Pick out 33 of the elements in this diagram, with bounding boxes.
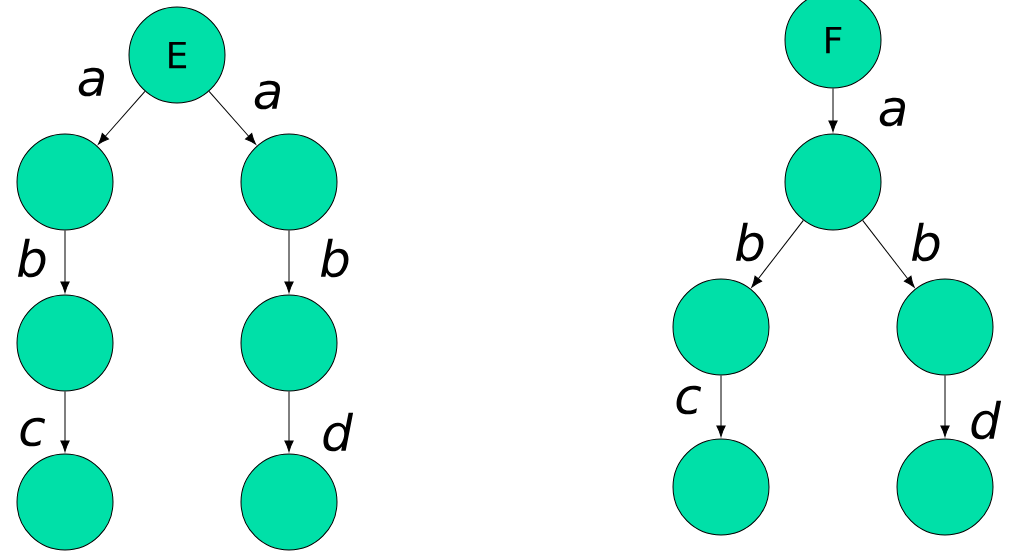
circle-node xyxy=(896,278,994,376)
arrow xyxy=(60,230,70,293)
circle-node xyxy=(896,438,994,536)
arrow xyxy=(751,219,804,288)
edge-label: a xyxy=(78,67,104,97)
arrow xyxy=(862,219,915,288)
edge-label: a xyxy=(879,97,906,127)
edge-label: b xyxy=(735,222,764,262)
circle-node xyxy=(16,294,114,392)
arrow xyxy=(60,391,70,452)
circle-node xyxy=(672,278,770,376)
arrow xyxy=(208,90,257,145)
edge-label: d xyxy=(323,412,354,452)
edge-label: b xyxy=(911,222,940,262)
circle-node xyxy=(784,133,882,231)
edge-label: c xyxy=(676,385,702,415)
arrow xyxy=(828,88,838,132)
circle-node xyxy=(240,133,338,231)
arrow xyxy=(940,375,950,437)
edge-label: a xyxy=(254,80,280,110)
arrow xyxy=(284,391,294,452)
edge-label: d xyxy=(971,400,1002,440)
edge-label: b xyxy=(320,238,349,278)
edge-label: c xyxy=(20,417,46,447)
circle-node xyxy=(240,453,338,551)
circle-node xyxy=(16,453,114,551)
arrow xyxy=(97,90,146,145)
circle-node xyxy=(672,438,770,536)
arrow xyxy=(284,230,294,293)
arrow xyxy=(716,375,726,437)
edge-label: b xyxy=(17,238,46,278)
circle-node xyxy=(240,294,338,392)
circle-node xyxy=(16,133,114,231)
